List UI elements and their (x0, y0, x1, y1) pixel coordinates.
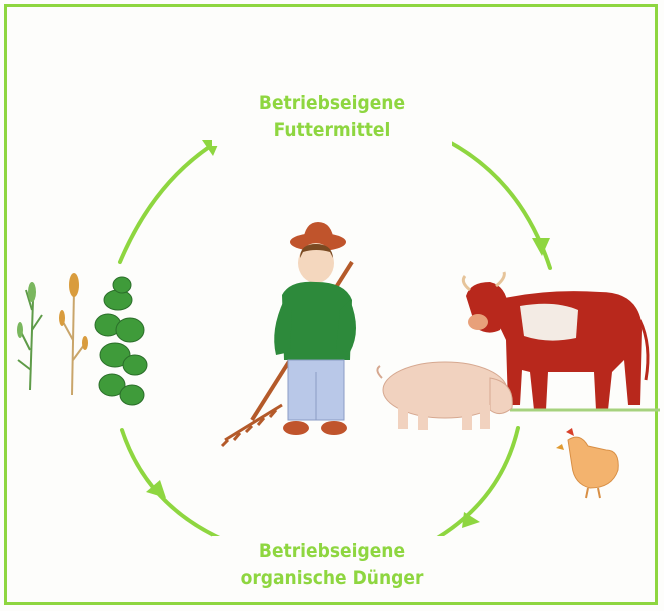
arc-bottom-left (122, 430, 244, 548)
farmer-illustration (222, 222, 356, 446)
label-organic-fertilizer: Betriebseigene organische Dünger (212, 536, 452, 594)
arc-top-right (410, 125, 550, 268)
arc-bottom-right (425, 428, 518, 545)
label-own-feed: Betriebseigene Futtermittel (212, 88, 452, 146)
label-own-feed-line1: Betriebseigene (218, 90, 446, 117)
arrowhead-icon (532, 238, 550, 256)
plants-illustration (17, 273, 147, 405)
pig-illustration (377, 362, 512, 430)
label-own-feed-line2: Futtermittel (218, 117, 446, 144)
chicken-illustration (556, 428, 618, 498)
label-organic-fertilizer-line1: Betriebseigene (218, 538, 446, 565)
label-organic-fertilizer-line2: organische Dünger (218, 565, 446, 592)
